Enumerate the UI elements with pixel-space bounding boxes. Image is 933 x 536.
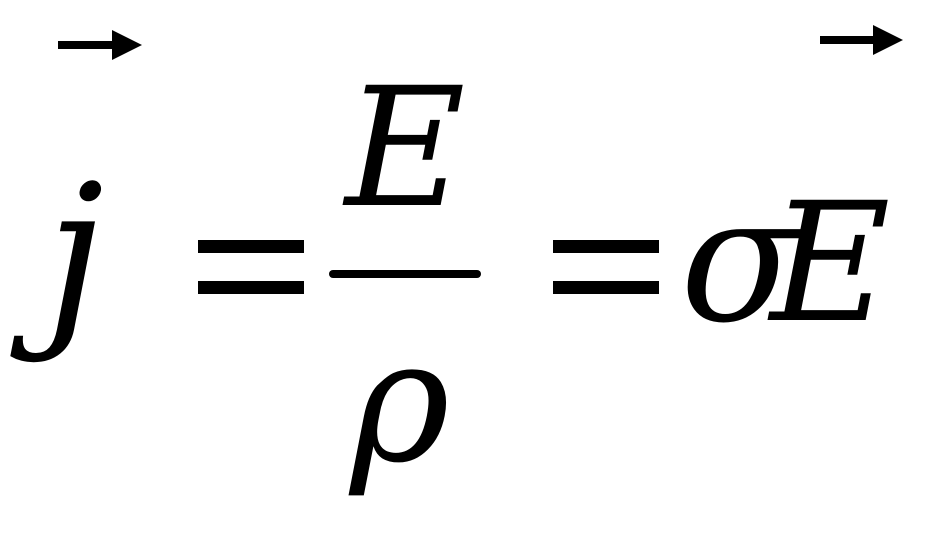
fraction-numerator: E: [342, 52, 465, 244]
vector-arrow-j-icon: [58, 30, 142, 60]
vector-arrow-e-icon: [820, 25, 903, 55]
equals-sign-1: [198, 240, 304, 294]
electric-field-symbol: E: [767, 167, 890, 359]
conductivity-symbol: σ: [680, 159, 804, 362]
current-density-symbol: j: [10, 144, 104, 365]
equals-sign-2: [553, 240, 659, 294]
fraction-denominator: ρ: [348, 303, 450, 501]
fraction-bar: [329, 270, 481, 278]
